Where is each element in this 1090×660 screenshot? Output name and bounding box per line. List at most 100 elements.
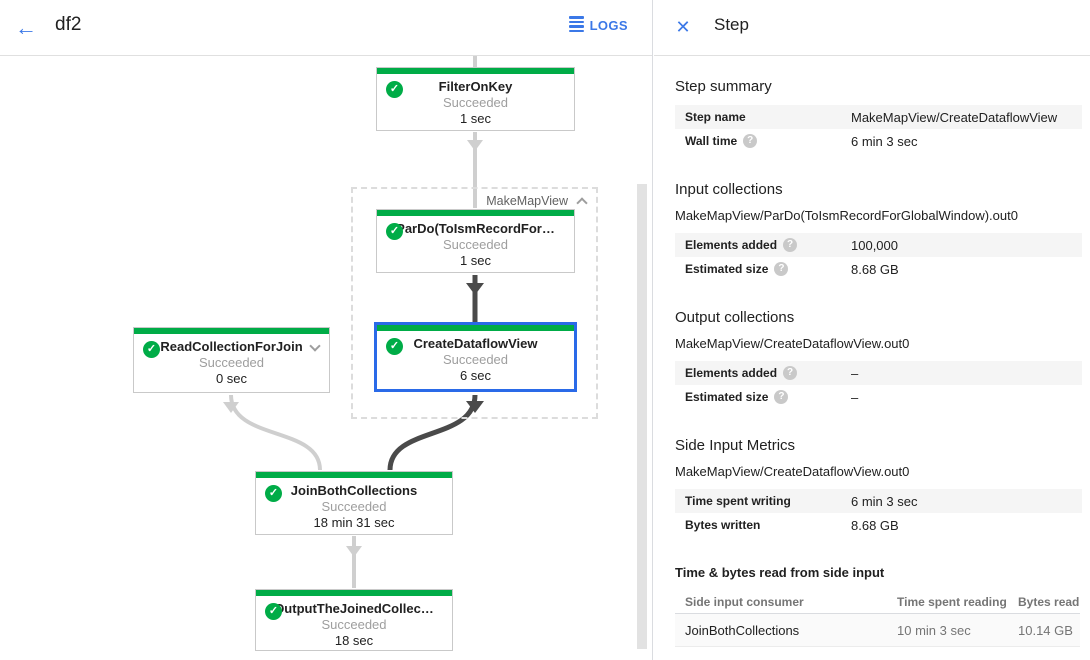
job-title: df2 — [55, 14, 82, 35]
node-time: 1 sec — [459, 111, 492, 126]
side-input-metrics-table: Time spent writing 6 min 3 sec Bytes wri… — [675, 489, 1082, 537]
kv-value: 6 min 3 sec — [851, 493, 918, 509]
success-check-icon — [265, 603, 282, 620]
section-heading-side-input-metrics: Side Input Metrics — [675, 437, 796, 454]
kv-label: Elements added — [685, 366, 778, 380]
success-check-icon — [386, 81, 403, 98]
graph-scrollbar[interactable] — [637, 184, 647, 649]
kv-label: Elements added — [685, 238, 778, 252]
status-bar — [377, 68, 574, 74]
status-bar — [256, 590, 452, 596]
kv-row-step-name: Step name MakeMapView/CreateDataflowView — [675, 105, 1082, 129]
node-time: 0 sec — [215, 371, 248, 386]
kv-value: 8.68 GB — [851, 517, 899, 533]
kv-label: Wall time — [685, 134, 738, 148]
kv-row-bytes-written: Bytes written 8.68 GB — [675, 513, 1082, 537]
node-status: Succeeded — [321, 617, 387, 632]
kv-row-elements-added: Elements added – — [675, 361, 1082, 385]
output-collections-table: Elements added – Estimated size – — [675, 361, 1082, 409]
node-time: 1 sec — [459, 253, 492, 268]
help-icon[interactable] — [774, 390, 789, 404]
node-title: CreateDataflowView — [413, 336, 538, 351]
success-check-icon — [386, 338, 403, 355]
table-header-row: Side input consumer Time spent reading B… — [675, 590, 1080, 614]
back-arrow-icon[interactable] — [10, 12, 42, 44]
panel-body: Step summary Step name MakeMapView/Creat… — [654, 56, 1090, 647]
kv-row-time-spent-writing: Time spent writing 6 min 3 sec — [675, 489, 1082, 513]
node-title: OutputTheJoinedCollec… — [274, 601, 434, 616]
node-pardo-toismrecord[interactable]: ParDo(ToIsmRecordFor… Succeeded 1 sec — [376, 209, 575, 273]
group-label: MakeMapView — [486, 194, 568, 208]
side-input-read-table-title: Time & bytes read from side input — [675, 565, 885, 580]
node-title: JoinBothCollections — [290, 483, 418, 498]
column-header-bytes-read: Bytes read — [1018, 594, 1080, 609]
node-title: ReadCollectionForJoin — [160, 339, 303, 354]
kv-value: – — [851, 365, 859, 381]
kv-value: 8.68 GB — [851, 261, 899, 277]
node-time: 18 min 31 sec — [313, 515, 395, 530]
kv-value: MakeMapView/CreateDataflowView — [851, 109, 1058, 125]
section-heading-step-summary: Step summary — [675, 78, 772, 95]
node-status: Succeeded — [198, 355, 265, 370]
step-detail-panel: Step Step summary Step name MakeMapView/… — [654, 0, 1090, 660]
step-summary-table: Step name MakeMapView/CreateDataflowView… — [675, 105, 1082, 153]
logs-button-label: LOGS — [589, 17, 628, 33]
kv-label: Bytes written — [685, 518, 761, 532]
input-collections-table: Elements added 100,000 Estimated size 8.… — [675, 233, 1082, 281]
job-topbar: df2 LOGS — [0, 0, 652, 56]
node-time: 18 sec — [334, 633, 374, 648]
output-collection-name: MakeMapView/CreateDataflowView.out0 — [675, 336, 910, 351]
status-bar — [377, 210, 574, 216]
job-graph-pane: df2 LOGS MakeMapView — [0, 0, 653, 660]
kv-label: Step name — [685, 110, 746, 124]
success-check-icon — [143, 341, 160, 358]
cell-time-reading: 10 min 3 sec — [897, 622, 971, 638]
section-heading-input-collections: Input collections — [675, 181, 783, 198]
node-joinbothcollections[interactable]: JoinBothCollections Succeeded 18 min 31 … — [255, 471, 453, 535]
cell-consumer: JoinBothCollections — [685, 622, 800, 638]
node-filteronkey[interactable]: FilterOnKey Succeeded 1 sec — [376, 67, 575, 131]
help-icon[interactable] — [783, 238, 798, 252]
node-status: Succeeded — [321, 499, 387, 514]
status-bar — [377, 325, 574, 331]
group-makemapview: MakeMapView — [351, 187, 598, 419]
list-icon — [568, 16, 584, 34]
node-createdataflowview[interactable]: CreateDataflowView Succeeded 6 sec — [374, 322, 577, 392]
side-input-collection-name: MakeMapView/CreateDataflowView.out0 — [675, 464, 910, 479]
logs-button[interactable]: LOGS — [568, 16, 628, 34]
kv-label: Estimated size — [685, 262, 769, 276]
kv-row-estimated-size: Estimated size – — [675, 385, 1082, 409]
cell-bytes-read: 10.14 GB — [1018, 622, 1073, 638]
help-icon[interactable] — [743, 134, 758, 148]
node-status: Succeeded — [442, 95, 509, 110]
success-check-icon — [265, 485, 282, 502]
kv-value: – — [851, 389, 859, 405]
kv-row-estimated-size: Estimated size 8.68 GB — [675, 257, 1082, 281]
collapse-chevron-icon[interactable] — [576, 197, 588, 209]
node-readcollectionforjoin[interactable]: ReadCollectionForJoin Succeeded 0 sec — [133, 327, 330, 393]
node-title: ParDo(ToIsmRecordFor… — [396, 221, 555, 236]
node-outputthejoinedcollection[interactable]: OutputTheJoinedCollec… Succeeded 18 sec — [255, 589, 453, 651]
node-status: Succeeded — [442, 352, 509, 367]
help-icon[interactable] — [783, 366, 798, 380]
status-bar — [134, 328, 329, 334]
node-title: FilterOnKey — [438, 79, 513, 94]
close-icon[interactable] — [670, 14, 696, 40]
kv-value: 100,000 — [851, 237, 898, 253]
input-collection-name: MakeMapView/ParDo(ToIsmRecordForGlobalWi… — [675, 208, 1018, 223]
panel-header: Step — [654, 0, 1090, 56]
graph-edges — [223, 56, 484, 588]
kv-label: Estimated size — [685, 390, 769, 404]
kv-row-wall-time: Wall time 6 min 3 sec — [675, 129, 1082, 153]
kv-label: Time spent writing — [685, 494, 791, 508]
success-check-icon — [386, 223, 403, 240]
node-time: 6 sec — [459, 368, 492, 383]
column-header-consumer: Side input consumer — [685, 594, 804, 609]
kv-row-elements-added: Elements added 100,000 — [675, 233, 1082, 257]
section-heading-output-collections: Output collections — [675, 309, 795, 326]
side-input-read-table: Side input consumer Time spent reading B… — [675, 590, 1080, 647]
pipeline-graph: MakeMapView FilterOnKey Succeeded 1 sec … — [0, 56, 652, 660]
help-icon[interactable] — [774, 262, 789, 276]
column-header-time-reading: Time spent reading — [897, 594, 1007, 609]
